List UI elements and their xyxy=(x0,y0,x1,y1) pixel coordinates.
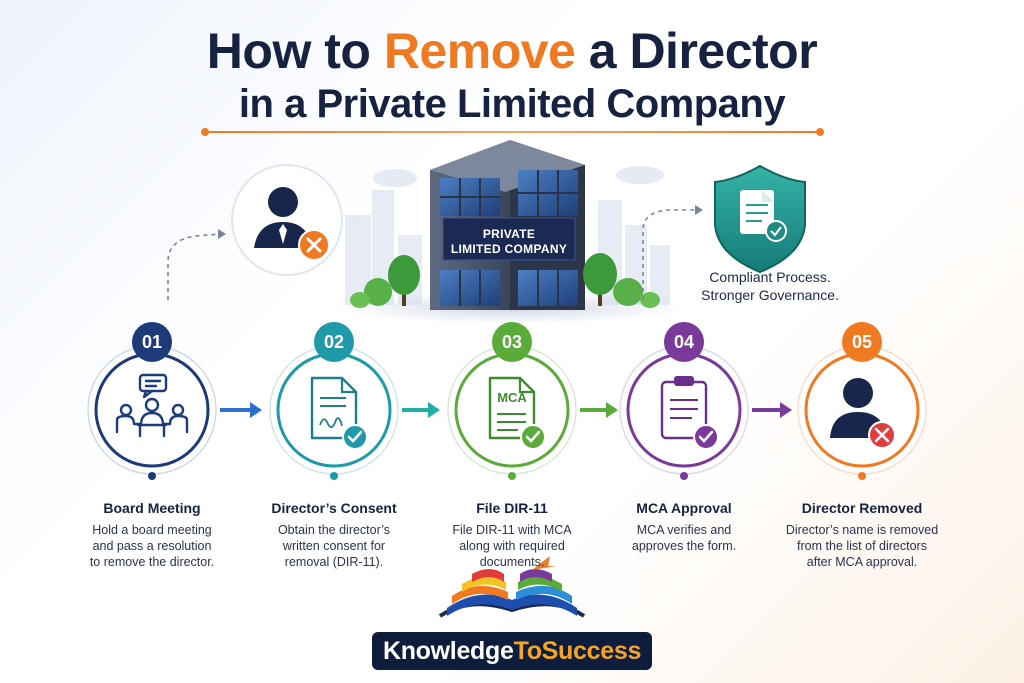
signed-document-icon xyxy=(310,376,368,450)
clipboard-check-icon xyxy=(660,376,719,450)
brand-wordmark: KnowledgeToSuccess xyxy=(372,632,652,670)
person-removed-icon xyxy=(830,378,896,449)
title-accent: Remove xyxy=(383,23,576,79)
step-description-4: MCA verifies and approves the form. xyxy=(594,522,774,554)
step-description-5: Director’s name is removed from the list… xyxy=(772,522,952,570)
step-description-line: MCA verifies and xyxy=(636,523,732,537)
step-description-line: File DIR-11 with MCA xyxy=(452,523,572,537)
arrow-right-icon xyxy=(402,402,440,418)
step-title-5: Director Removed xyxy=(801,500,923,516)
company-sign-line1: PRIVATE xyxy=(482,227,536,241)
step-number-2: 02 xyxy=(314,322,354,362)
meeting-icon xyxy=(115,373,189,438)
step-description-line: written consent for xyxy=(282,539,386,553)
step-description-line: Director’s name is removed xyxy=(785,523,939,537)
step-description-line: Hold a board meeting xyxy=(92,523,212,537)
dashed-connector-left xyxy=(167,233,223,300)
step-title-4: MCA Approval xyxy=(636,500,732,516)
tree-icon xyxy=(350,253,660,308)
step-description-1: Hold a board meeting and pass a resoluti… xyxy=(62,522,242,570)
step-number-5: 05 xyxy=(842,322,882,362)
director-removed-badge xyxy=(231,164,343,276)
arrow-right-icon xyxy=(220,402,262,418)
step-number-4: 04 xyxy=(664,322,704,362)
step-description-line: documents. xyxy=(479,555,545,569)
mca-doc-label: MCA xyxy=(497,390,527,405)
title-prefix: How to xyxy=(206,23,384,79)
compliance-line2: Stronger Governance. xyxy=(701,287,839,303)
step-description-line: along with required xyxy=(459,539,565,553)
brand-part1: Knowledge xyxy=(382,637,514,665)
step-description-line: from the list of directors xyxy=(797,539,927,553)
brand-part2: ToSuccess xyxy=(513,637,642,665)
arrow-right-icon xyxy=(752,402,792,418)
mca-document-icon xyxy=(488,376,546,450)
knowledge-to-success-logo xyxy=(438,556,586,618)
step-number-1: 01 xyxy=(132,322,172,362)
step-description-line: to remove the director. xyxy=(89,555,215,569)
step-description-line: after MCA approval. xyxy=(806,555,918,569)
company-sign-line2: LIMITED COMPANY xyxy=(450,242,568,256)
arrow-right-icon xyxy=(580,402,618,418)
step-number-3: 03 xyxy=(492,322,532,362)
title-suffix: a Director xyxy=(575,23,818,79)
title-divider xyxy=(201,128,824,136)
page-title-line1: How to Remove a Director xyxy=(0,22,1024,80)
company-sign xyxy=(442,217,576,261)
compliance-line1: Compliant Process. xyxy=(709,269,831,285)
page-title-line2: in a Private Limited Company xyxy=(238,82,786,126)
step-description-2: Obtain the director’s written consent fo… xyxy=(244,522,424,570)
step-title-2: Director’s Consent xyxy=(271,500,397,516)
step-title-1: Board Meeting xyxy=(103,500,201,516)
step-description-3: File DIR-11 with MCA along with required… xyxy=(422,522,602,570)
dashed-connector-right xyxy=(642,209,698,300)
shield-document-icon xyxy=(714,164,806,274)
step-description-line: Obtain the director’s xyxy=(277,523,391,537)
step-description-line: approves the form. xyxy=(631,539,737,553)
building-icon xyxy=(430,140,585,310)
cloud-icon xyxy=(373,166,664,187)
step-description-line: removal (DIR-11). xyxy=(284,555,384,569)
step-title-3: File DIR-11 xyxy=(476,500,548,516)
step-description-line: and pass a resolution xyxy=(92,539,212,553)
